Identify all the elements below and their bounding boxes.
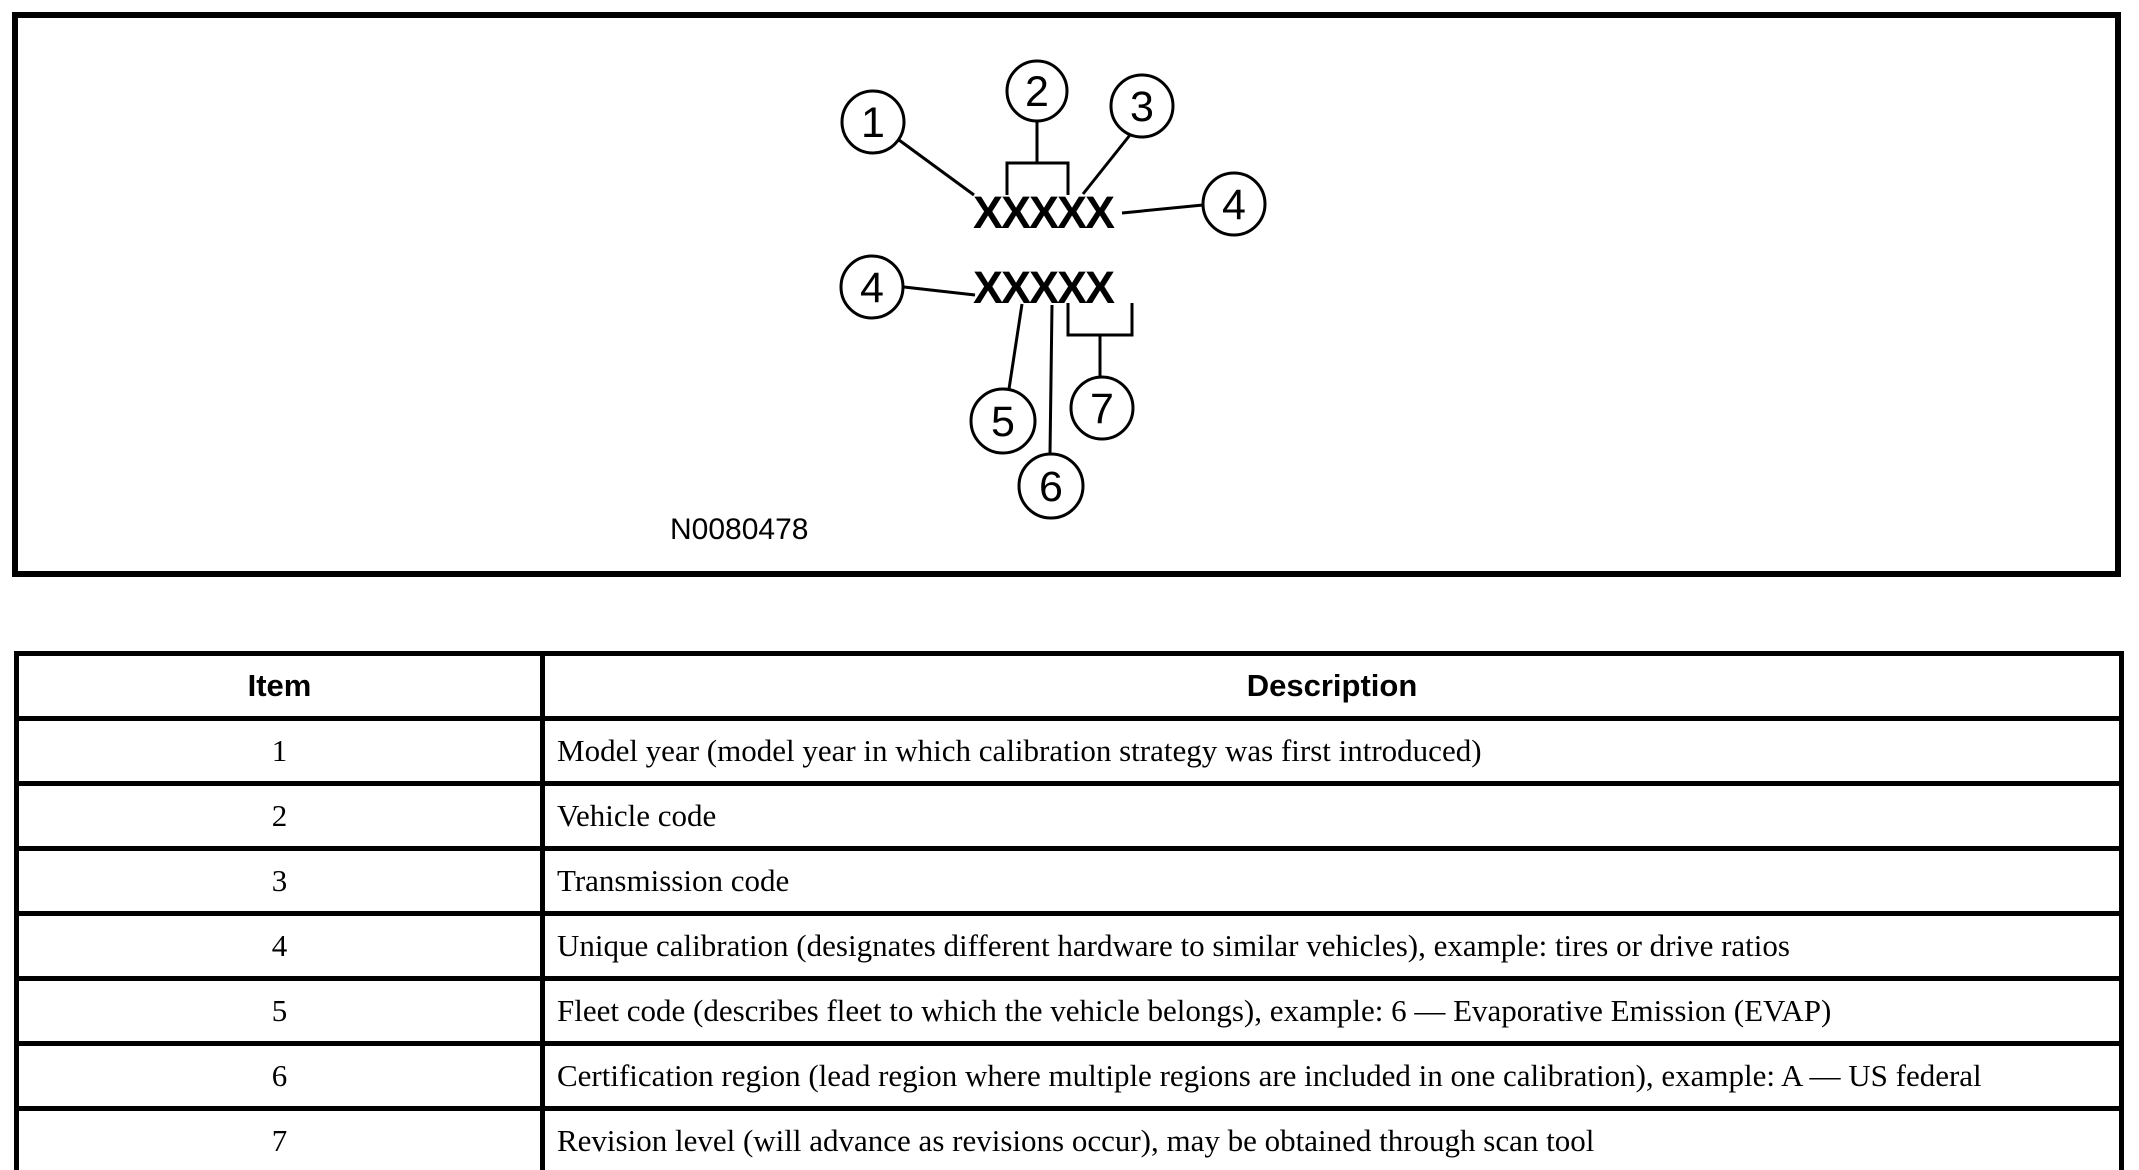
item-cell: 4 xyxy=(14,911,545,981)
callout-5-circle xyxy=(969,387,1037,455)
item-cell: 7 xyxy=(14,1106,545,1170)
description-cell: Vehicle code xyxy=(540,781,2124,851)
callout-1-circle xyxy=(840,89,906,155)
leader-line-6 xyxy=(1048,304,1054,455)
description-cell: Model year (model year in which calibrat… xyxy=(540,716,2124,786)
description-cell: Certification region (lead region where … xyxy=(540,1041,2124,1111)
calibration-code-figure: XXXXX XXXXX 1 2 3 4 4 5 6 7 N0080478 xyxy=(12,12,2121,577)
leader-line-4-bottom xyxy=(903,285,976,297)
callout-4-top-number: 4 xyxy=(1222,181,1246,229)
callout-3-circle xyxy=(1109,73,1175,139)
item-cell: 5 xyxy=(14,976,545,1046)
figure-id-label: N0080478 xyxy=(670,513,808,546)
description-cell: Fleet code (describes fleet to which the… xyxy=(540,976,2124,1046)
item-cell: 1 xyxy=(14,716,545,786)
code-row-top: XXXXX xyxy=(973,187,1115,238)
table-row-6: 6 Certification region (lead region wher… xyxy=(14,1041,2124,1111)
calibration-code-diagram: XXXXX XXXXX 1 2 3 4 4 5 6 7 N0080478 xyxy=(12,12,2121,577)
item-description-table: Item Description 1 Model year (model yea… xyxy=(14,651,2124,1170)
callout-2-circle xyxy=(1005,59,1069,123)
callout-2-number: 2 xyxy=(1025,68,1049,116)
callout-4-bottom-circle xyxy=(839,254,905,320)
item-cell: 3 xyxy=(14,846,545,916)
table-row-4: 4 Unique calibration (designates differe… xyxy=(14,911,2124,981)
leader-line-1 xyxy=(898,138,975,197)
table-row-2: 2 Vehicle code xyxy=(14,781,2124,851)
bracket-item-2 xyxy=(1005,161,1070,195)
leader-line-5 xyxy=(1007,303,1024,390)
callout-5-number: 5 xyxy=(991,398,1015,446)
table-row-7: 7 Revision level (will advance as revisi… xyxy=(14,1106,2124,1170)
figure-border xyxy=(12,12,2121,577)
description-cell: Unique calibration (designates different… xyxy=(540,911,2124,981)
callout-4-top-circle xyxy=(1201,171,1267,237)
leader-lines xyxy=(898,121,1204,455)
callout-6-circle xyxy=(1017,452,1085,520)
item-column-header: Item xyxy=(14,651,545,721)
callout-4-bottom-number: 4 xyxy=(860,264,884,312)
table-row-1: 1 Model year (model year in which calibr… xyxy=(14,716,2124,786)
description-cell: Revision level (will advance as revision… xyxy=(540,1106,2124,1170)
callout-3-number: 3 xyxy=(1130,83,1154,131)
callout-7-circle xyxy=(1069,375,1135,441)
callout-7-number: 7 xyxy=(1090,385,1114,433)
leader-line-3 xyxy=(1081,134,1132,195)
code-row-bottom: XXXXX xyxy=(973,262,1115,313)
description-cell: Transmission code xyxy=(540,846,2124,916)
callout-1-number: 1 xyxy=(861,99,885,147)
description-column-header: Description xyxy=(540,651,2124,721)
callout-6-number: 6 xyxy=(1039,463,1063,511)
table-row-3: 3 Transmission code xyxy=(14,846,2124,916)
table-header-row: Item Description xyxy=(14,651,2124,721)
leader-line-4-top xyxy=(1121,203,1204,215)
item-cell: 2 xyxy=(14,781,545,851)
item-cell: 6 xyxy=(14,1041,545,1111)
table-row-5: 5 Fleet code (describes fleet to which t… xyxy=(14,976,2124,1046)
